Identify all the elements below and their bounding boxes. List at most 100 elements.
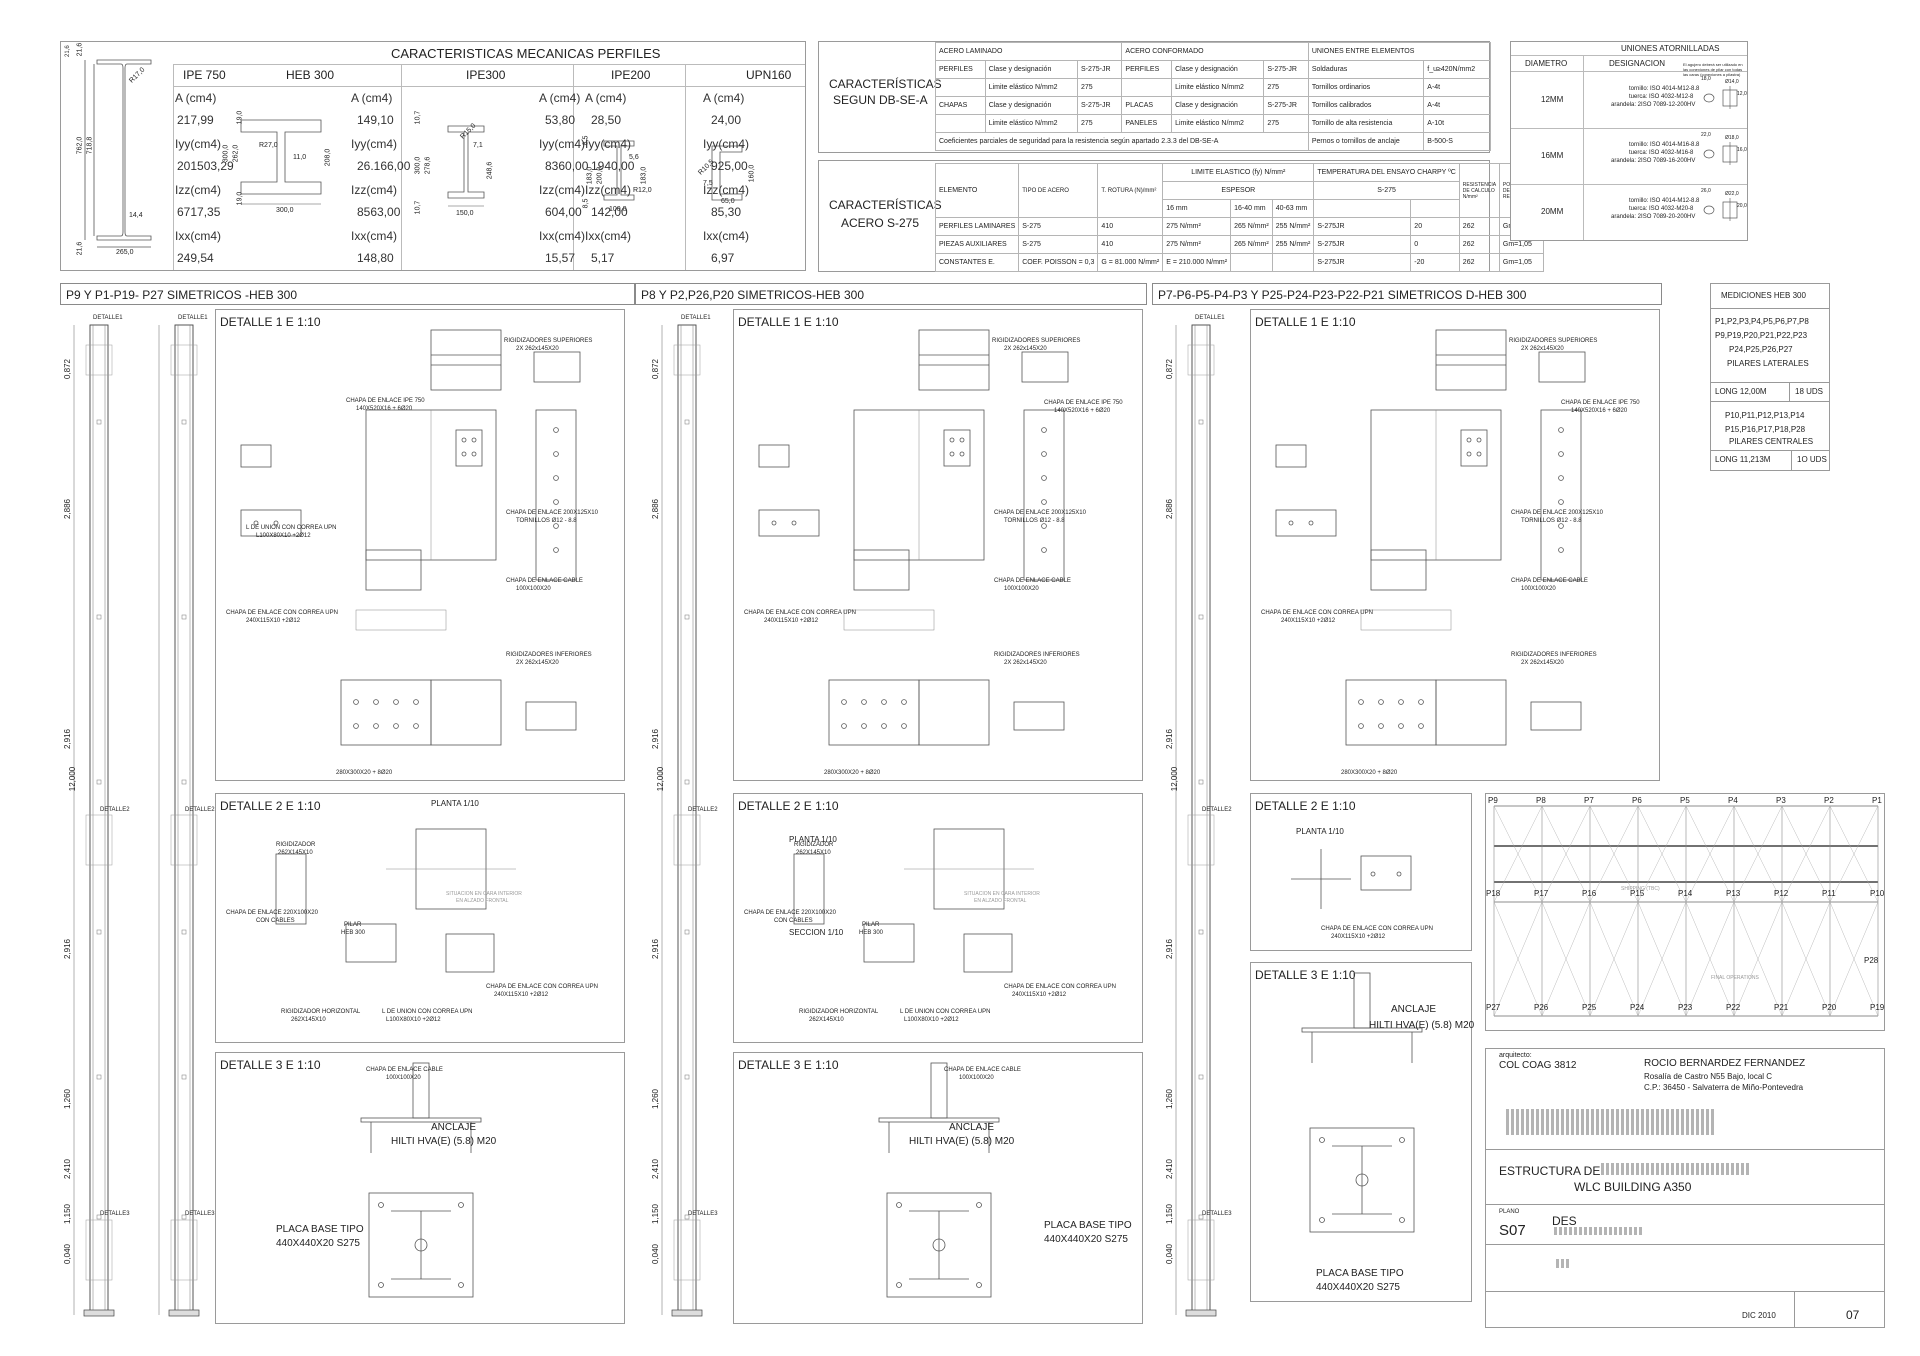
upn160-dim-b: 65,0: [721, 198, 735, 205]
label-situacion-b2: SITUACION EN CARA INTERIOR: [964, 891, 1040, 897]
db-cell-0-1: Clase y designación: [984, 60, 1078, 79]
label-rig-inf-v-c1: 2X 262x145X20: [1521, 660, 1564, 666]
arquitecto-label: arquitecto:: [1499, 1052, 1532, 1059]
column-dim-3-2: 2,916: [1165, 728, 1175, 750]
column-dim-0-3: 2,916: [63, 938, 73, 960]
ipe200-dim-hw2: 183,0: [640, 166, 648, 185]
db-cell-1-1: Limite elástico N/mm2: [984, 78, 1078, 97]
label-pilar-a2: PILAR: [344, 922, 362, 928]
ipe300-dim-tf: 10,7: [414, 110, 422, 125]
prop-label-5-2: Izz(cm4): [703, 183, 749, 197]
detail-drawing-c2: [1291, 849, 1412, 909]
mediciones-g3: P24,P25,P26,P27: [1729, 345, 1793, 354]
redacted-estructura: [1601, 1163, 1751, 1175]
bolt-row-divider: [1511, 184, 1747, 185]
label-rigid-b2: RIGIDIZADOR: [794, 842, 834, 848]
db-cell-1-7: A-4t: [1423, 78, 1491, 97]
prop-label-5-3: Ixx(cm4): [703, 229, 749, 243]
s275-panel: CARACTERÍSTICAS ACERO S-275 ELEMENTO TIP…: [818, 160, 1545, 272]
s275-cell-0-5: 255 N/mm²: [1271, 217, 1315, 236]
column-dim-2-0: 0,872: [651, 358, 661, 380]
bolt-diameter-0: 12MM: [1541, 95, 1564, 104]
label-rig-inf-v-a1: 2X 262x145X20: [516, 660, 559, 666]
ipe300-dim-tf2: 10,7: [414, 200, 422, 215]
db-cell-3-1: Limite elástico N/mm2: [984, 114, 1078, 133]
bolt-nut-2: tuerca: ISO 4032-M20-8: [1629, 206, 1694, 212]
label-rig-sup-b1: RIGIDIZADORES SUPERIORES: [992, 338, 1081, 344]
plan-col-top-1: P8: [1536, 796, 1546, 805]
label-ch-200-v-a1: TORNILLOS Ø12 - 8.8: [516, 518, 577, 524]
label-planta-b2: PLANTA 1/10: [789, 835, 837, 844]
label-rig-inf-c1: RIGIDIZADORES INFERIORES: [1511, 652, 1597, 658]
db-cell-1-4: Limite elástico N/mm2: [1171, 78, 1265, 97]
label-ch-280-b1: 280X300X20 + 8Ø20: [824, 770, 881, 776]
db-cell-0-6: Soldaduras: [1307, 60, 1425, 79]
bolt-screw-2: tornillo: ISO 4014-M12-8.8: [1629, 198, 1700, 204]
label-ch-upn-b1: CHAPA DE ENLACE CON CORREA UPN: [744, 610, 856, 616]
prop-value-1-1: 201503,29: [177, 159, 234, 173]
s275-title-2: ACERO S-275: [841, 216, 920, 230]
bolts-h-designacion: DESIGNACION: [1609, 59, 1666, 68]
ipe750-dim-tf: 14,4: [129, 212, 143, 219]
label-planta-a2: PLANTA 1/10: [431, 799, 479, 808]
s275-cell-1-6: S-275JR: [1313, 235, 1412, 254]
heb300-dim-tf: 19,0: [236, 110, 244, 125]
db-cell-2-1: Clase y designación: [984, 96, 1078, 115]
column-detalle1-1: DETALLE1: [178, 315, 208, 321]
prop-label-3-1: Iyy(cm4): [539, 137, 585, 151]
s275-rotura: T. ROTURA (N)/mm²: [1097, 163, 1164, 218]
mediciones-g5: P10,P11,P12,P13,P14: [1725, 411, 1805, 420]
heb300-dim-hw: 208,0: [324, 148, 332, 167]
plan-col-top-2: P7: [1584, 796, 1594, 805]
column-dim-3-1: 2,886: [1165, 498, 1175, 520]
bolt-diameter-2: 20MM: [1541, 207, 1564, 216]
column-detalle1-2: DETALLE1: [681, 315, 711, 321]
label-ch-cable-v-b1: 100X100X20: [1004, 586, 1039, 592]
prop-value-5-3: 6,97: [711, 251, 735, 265]
prop-value-4-0: 28,50: [591, 113, 622, 127]
heb300-dim-b: 300,0: [276, 207, 294, 214]
label-ch-220-b2: CHAPA DE ENLACE 220X100X20: [744, 910, 836, 916]
db-cell-0-5: S-275-JR: [1263, 60, 1309, 79]
section-title-2: P8 Y P2,P26,P20 SIMETRICOS-HEB 300: [641, 288, 864, 302]
db-se-a-table: ACERO LAMINADO ACERO CONFORMADO UNIONES …: [934, 42, 1492, 151]
label-ch-200-b1: CHAPA DE ENLACE 200X125X10: [994, 510, 1086, 516]
arquitecto-value: COL COAG 3812: [1499, 1060, 1577, 1071]
label-ch-upn-v-b2: 240X115X10 +2Ø12: [1012, 992, 1067, 998]
prop-value-3-1: 8360,00: [545, 159, 589, 173]
label-ch-ipe750-v-b1: 140X520X16 + 6Ø20: [1054, 408, 1111, 414]
s275-cell-1-8: 262: [1458, 235, 1500, 254]
s275-tipo: TIPO DE ACERO: [1018, 163, 1099, 218]
s275-cell-0-2: 410: [1097, 217, 1164, 236]
bolt-dim-c-0: 12,0: [1737, 91, 1747, 97]
ipe750-dim-h: 762,0: [76, 136, 84, 155]
column-dim-0-2: 2,916: [63, 728, 73, 750]
detail-title-b2: DETALLE 2 E 1:10: [738, 799, 839, 813]
label-l-union-a1: L DE UNION CON CORREA UPN: [246, 525, 337, 531]
s275-grade: S-275: [1313, 181, 1460, 200]
mediciones-g7: PILARES CENTRALES: [1729, 437, 1814, 446]
bolt-nut-0: tuerca: ISO 4032-M12-8: [1629, 94, 1694, 100]
label-pilar-v-a2: HEB 300: [341, 930, 366, 936]
s275-cell-1-0: PIEZAS AUXILIARES: [934, 235, 1020, 254]
mediciones-g4: PILARES LATERALES: [1727, 359, 1809, 368]
bolt-dim-b-1: Ø18,0: [1725, 135, 1739, 141]
bolts-note: El agujero deberá ser utilizado en las c…: [1683, 62, 1743, 77]
s275-resist: RESISTENCIA DE CALCULO N/mm²: [1458, 163, 1500, 218]
label-rig-h-v-a2: 262X145X10: [291, 1017, 326, 1023]
detail-title-c2: DETALLE 2 E 1:10: [1255, 799, 1356, 813]
column-dim-2-3: 2,916: [651, 938, 661, 960]
prop-label-5-0: A (cm4): [703, 91, 745, 105]
label-l-union-v-b2: L100X80X10 +2Ø12: [904, 1017, 959, 1023]
plano-number: S07: [1499, 1222, 1526, 1239]
s275-cell-2-9: Gm=1,05: [1498, 253, 1545, 272]
detail-drawing-b3: [878, 1062, 1000, 1298]
s275-cell-1-5: 255 N/mm²: [1271, 235, 1315, 254]
heb300-profile-drawing: [240, 119, 322, 205]
plan-col-bot-3: P24: [1630, 1003, 1645, 1012]
column-detalle2-2: DETALLE2: [688, 807, 718, 813]
db-cell-0-4: Clase y designación: [1171, 60, 1265, 79]
s275-cell-2-0: CONSTANTES E.: [934, 253, 1020, 272]
